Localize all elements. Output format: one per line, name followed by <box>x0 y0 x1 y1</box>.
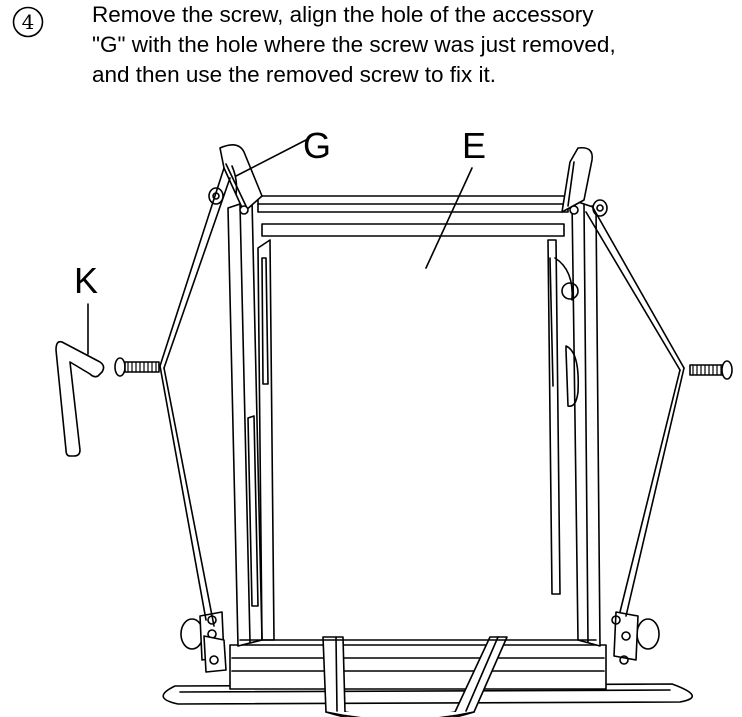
instruction-line-2: "G" with the hole where the screw was ju… <box>92 32 616 57</box>
foot-right <box>611 611 660 665</box>
screw-left <box>114 357 160 377</box>
step-number-badge: 4 <box>12 6 44 38</box>
left-rods <box>159 167 231 627</box>
right-rods <box>585 205 685 617</box>
label-e: E <box>462 125 486 166</box>
label-g: G <box>303 125 331 166</box>
instruction-line-1: Remove the screw, align the hole of the … <box>92 2 594 27</box>
step-instructions: Remove the screw, align the hole of the … <box>92 0 737 90</box>
foot-left <box>180 611 227 673</box>
label-k: K <box>74 260 98 301</box>
allen-key-k <box>55 303 105 457</box>
frame-e <box>227 195 601 647</box>
screw-right <box>689 360 733 380</box>
step-number: 4 <box>22 10 35 34</box>
carry-strap <box>322 636 508 717</box>
hinge-right <box>561 146 608 217</box>
hinge-g-left <box>208 144 263 215</box>
instruction-line-3: and then use the removed screw to fix it… <box>92 62 496 87</box>
base-tray <box>162 644 693 705</box>
callout-lines <box>235 139 473 269</box>
